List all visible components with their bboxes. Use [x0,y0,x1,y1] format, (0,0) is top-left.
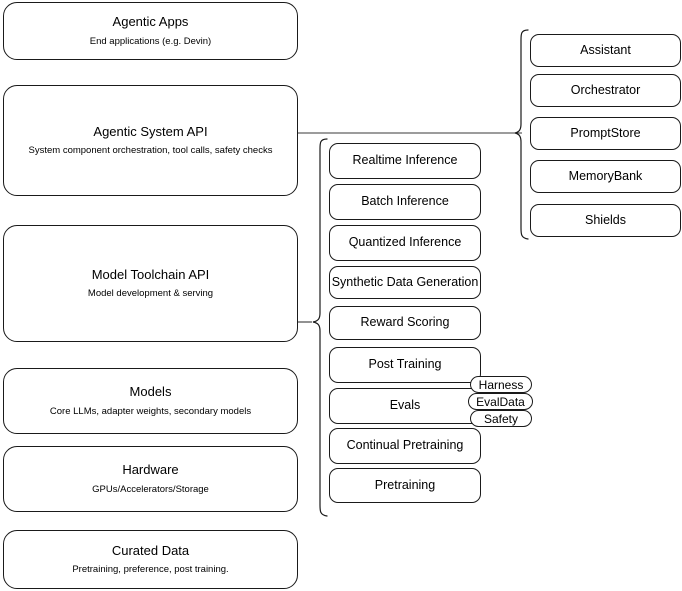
layer-box-model-toolchain-api[interactable]: Model Toolchain API Model development & … [3,225,298,342]
layer-box-models[interactable]: Models Core LLMs, adapter weights, secon… [3,368,298,434]
brace-toolchain-capabilities [312,138,328,517]
capability-label: Pretraining [374,477,436,492]
agentic-component-memorybank[interactable]: MemoryBank [530,160,681,193]
capability-synthetic-data-generation[interactable]: Synthetic Data Generation [329,266,481,299]
capability-label: Realtime Inference [352,153,458,168]
eval-pill-safety[interactable]: Safety [470,410,532,427]
capability-batch-inference[interactable]: Batch Inference [329,184,481,220]
capability-quantized-inference[interactable]: Quantized Inference [329,225,481,261]
agentic-component-assistant[interactable]: Assistant [530,34,681,67]
eval-pill-label: Safety [483,411,519,426]
layer-box-hardware[interactable]: Hardware GPUs/Accelerators/Storage [3,446,298,512]
agentic-component-label: Orchestrator [570,82,641,97]
capability-evals[interactable]: Evals [329,388,481,424]
agentic-component-label: Shields [585,212,626,227]
capability-post-training[interactable]: Post Training [329,347,481,383]
capability-label: Synthetic Data Generation [331,274,479,289]
layer-title: Agentic Apps [112,14,189,30]
agentic-component-label: MemoryBank [568,168,643,183]
layer-title: Model Toolchain API [91,266,210,282]
capability-label: Evals [389,398,421,413]
capability-label: Reward Scoring [360,315,450,330]
capability-continual-pretraining[interactable]: Continual Pretraining [329,428,481,464]
capability-label: Post Training [368,357,442,372]
eval-pill-evaldata[interactable]: EvalData [468,393,533,410]
eval-pill-label: Harness [478,377,524,392]
agentic-component-shields[interactable]: Shields [530,204,681,237]
layer-subtitle: End applications (e.g. Devin) [89,35,212,47]
layer-title: Hardware [122,462,179,478]
capability-label: Continual Pretraining [346,438,464,453]
layer-subtitle: System component orchestration, tool cal… [28,145,273,157]
eval-pill-label: EvalData [476,394,525,409]
layer-subtitle: GPUs/Accelerators/Storage [92,483,209,495]
layer-title: Curated Data [111,542,190,558]
capability-reward-scoring[interactable]: Reward Scoring [329,306,481,340]
layer-subtitle: Core LLMs, adapter weights, secondary mo… [49,405,252,417]
layer-subtitle: Model development & serving [87,288,214,300]
layer-title: Models [129,384,172,400]
capability-label: Batch Inference [361,194,449,209]
layer-box-curated-data[interactable]: Curated Data Pretraining, preference, po… [3,530,298,589]
brace-agentic-components [514,29,529,240]
agentic-component-promptstore[interactable]: PromptStore [530,117,681,150]
agentic-component-label: Assistant [580,42,631,57]
capability-pretraining[interactable]: Pretraining [329,468,481,503]
layer-title: Agentic System API [93,123,208,139]
agentic-component-label: PromptStore [570,125,641,140]
layer-box-agentic-apps[interactable]: Agentic Apps End applications (e.g. Devi… [3,2,298,60]
agentic-component-orchestrator[interactable]: Orchestrator [530,74,681,107]
capability-label: Quantized Inference [348,235,462,250]
eval-pill-harness[interactable]: Harness [470,376,532,393]
layer-box-agentic-system-api[interactable]: Agentic System API System component orch… [3,85,298,196]
capability-realtime-inference[interactable]: Realtime Inference [329,143,481,179]
layer-subtitle: Pretraining, preference, post training. [72,564,229,576]
